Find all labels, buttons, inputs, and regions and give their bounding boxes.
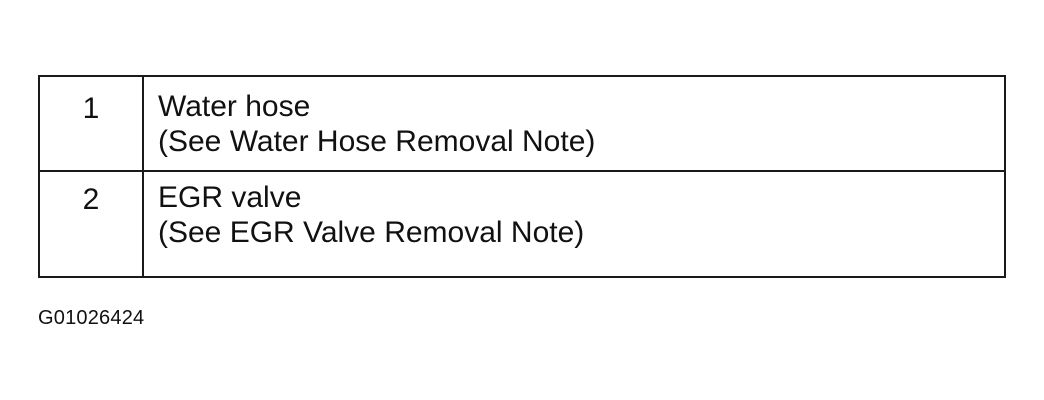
part-description-cell: Water hose (See Water Hose Removal Note) (142, 75, 1006, 172)
part-description-cell: EGR valve (See EGR Valve Removal Note) (142, 170, 1006, 278)
part-number: 1 (82, 92, 100, 125)
part-name: Water hose (158, 90, 311, 123)
part-note: (See EGR Valve Removal Note) (158, 216, 585, 249)
part-number-cell: 2 (38, 170, 144, 278)
part-description: EGR valve (See EGR Valve Removal Note) (144, 172, 1004, 250)
part-name: EGR valve (158, 181, 302, 214)
parts-table: 1 Water hose (See Water Hose Removal Not… (38, 75, 1006, 278)
part-number: 2 (82, 183, 100, 216)
part-description: Water hose (See Water Hose Removal Note) (144, 77, 1004, 159)
part-note: (See Water Hose Removal Note) (158, 125, 596, 158)
table-row: 2 EGR valve (See EGR Valve Removal Note) (38, 170, 1006, 278)
figure-id: G01026424 (38, 307, 145, 329)
part-number-cell: 1 (38, 75, 144, 172)
table-row: 1 Water hose (See Water Hose Removal Not… (38, 75, 1006, 172)
